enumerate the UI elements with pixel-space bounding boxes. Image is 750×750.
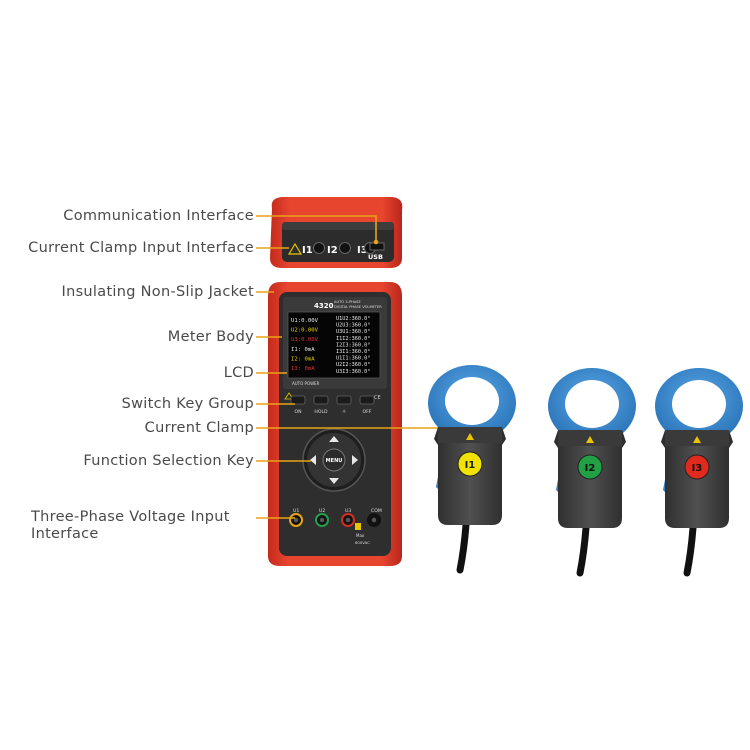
clamp-warning-icon	[586, 436, 594, 443]
leader-lines	[256, 215, 440, 519]
label-insulating-jacket: Insulating Non-Slip Jacket	[61, 284, 254, 300]
lcd-left-line: I2: 0mA	[291, 356, 315, 362]
model-number: 4320	[314, 302, 334, 310]
terminal-label: U1	[293, 508, 299, 514]
lcd-right-line: U1I1:360.0°	[336, 356, 370, 362]
warning-triangle-icon	[287, 242, 303, 255]
label-current-clamp: Current Clamp	[144, 420, 254, 436]
lcd-left-line: U1:0.00V	[291, 318, 319, 324]
clamp-cable	[683, 524, 697, 577]
terminal-label: U2	[319, 508, 325, 514]
switch-key-label: OFF	[363, 409, 372, 415]
warning-triangle-small-icon	[284, 392, 294, 400]
clamp-badge	[457, 451, 483, 477]
arrow-left-icon[interactable]	[310, 455, 316, 465]
switch-key-button[interactable]	[313, 395, 329, 405]
lcd-right-line: U2U3:360.0°	[336, 323, 370, 329]
lcd-screen	[287, 311, 381, 379]
lcd-right-line: I1I2:360.0°	[336, 336, 370, 342]
ce-mark: CE	[374, 395, 381, 401]
lcd-left-line: U2:0.00V	[291, 328, 319, 334]
arrow-up-icon[interactable]	[329, 436, 339, 442]
clamp-badge-label: I3	[692, 463, 703, 474]
label-meter-body: Meter Body	[167, 329, 254, 345]
warning-badge-icon	[355, 523, 361, 530]
switch-key-button[interactable]	[359, 395, 375, 405]
model-subtitle-1: AUTO 3-PHASE	[334, 300, 361, 304]
label-lcd: LCD	[223, 365, 254, 381]
arrow-down-icon[interactable]	[329, 478, 339, 484]
lcd-right-line: I3I1:360.0°	[336, 349, 370, 355]
clamp-badge	[577, 454, 603, 480]
max-label: Max	[356, 533, 365, 538]
top-port-i1	[313, 242, 325, 254]
clamp-warning-icon	[466, 433, 474, 440]
label-three-phase-voltage-input: Three-Phase Voltage Input	[31, 509, 230, 525]
lcd-right-line: U1U2:360.0°	[336, 316, 370, 322]
switch-key-button[interactable]	[290, 395, 306, 405]
model-subtitle-2: DIGITAL PHASE VOLMETER	[334, 305, 382, 309]
top-port-i2-label: I2	[327, 245, 338, 256]
lcd-right-line: U2I2:360.0°	[336, 362, 370, 368]
terminal-hole	[371, 517, 377, 523]
auto-power-label: AUTO POWER	[292, 381, 320, 386]
current-clamp: I2	[548, 368, 636, 577]
switch-key-button[interactable]	[336, 395, 352, 405]
terminal-label: COM	[371, 508, 382, 514]
lcd-right-line: I2I3:360.0°	[336, 342, 370, 348]
clamp-cable	[456, 521, 470, 574]
terminal-hole	[293, 517, 299, 523]
lcd-left-line: U3:0.00V	[291, 337, 319, 343]
terminal-hole	[345, 517, 351, 523]
label-communication-interface: Communication Interface	[63, 208, 254, 224]
clamp-badge-label: I1	[465, 460, 476, 471]
switch-key-label: HOLD	[314, 409, 328, 415]
menu-button[interactable]	[322, 448, 346, 472]
switch-key-label: ☼	[342, 409, 346, 415]
clamp-jaw-opening	[672, 380, 726, 428]
switch-key-label: ON	[294, 409, 301, 415]
current-clamp: I3	[655, 368, 743, 577]
terminal-label: U3	[345, 508, 351, 514]
top-port-i1-label: I1	[302, 245, 313, 256]
label-function-selection-key: Function Selection Key	[83, 453, 254, 469]
clamp-badge	[684, 454, 710, 480]
arrow-right-icon[interactable]	[352, 455, 358, 465]
top-port-i3-label: I3	[357, 245, 368, 256]
label-switch-key-group: Switch Key Group	[121, 396, 254, 412]
clamp-jaw-opening	[565, 380, 619, 428]
max-value: 600VAC	[355, 540, 370, 545]
clamp-warning-icon	[693, 436, 701, 443]
label-three-phase-interface: Interface	[31, 526, 99, 542]
menu-label: MENU	[326, 458, 343, 464]
terminal-hole	[319, 517, 325, 523]
lcd-right-line: U3I3:360.0°	[336, 369, 370, 375]
lcd-right-line: U3U1:360.0°	[336, 329, 370, 335]
lcd-left-line: I3: 0mA	[291, 366, 315, 372]
usb-label: USB	[368, 253, 383, 261]
clamp-jaw-opening	[445, 377, 499, 425]
label-current-clamp-input-interface: Current Clamp Input Interface	[28, 240, 254, 256]
lcd-left-line: I1: 0mA	[291, 347, 315, 353]
clamp-cable	[576, 524, 590, 577]
current-clamp: I1	[428, 365, 516, 574]
clamp-badge-label: I2	[585, 463, 596, 474]
top-port-i2	[339, 242, 351, 254]
